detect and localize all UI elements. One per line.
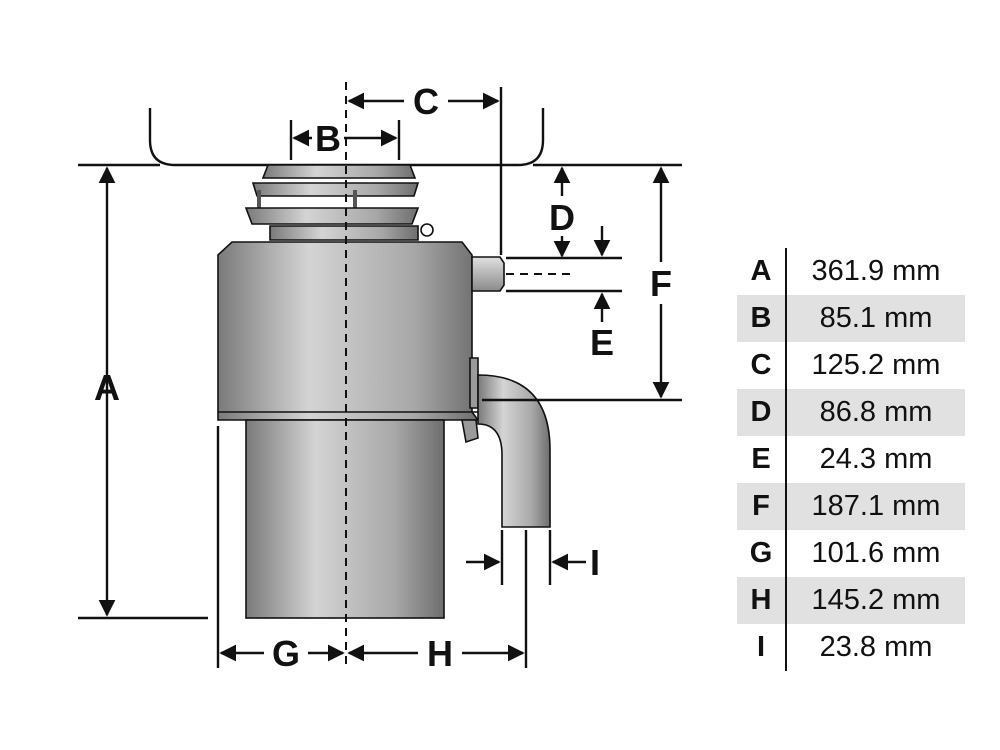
dim-c-label: C — [413, 81, 439, 122]
row-key: G — [737, 530, 787, 577]
dim-h-label: H — [427, 633, 453, 674]
dim-g-label-mask — [264, 632, 308, 674]
row-value: 145.2 mm — [786, 577, 965, 624]
row-key: B — [737, 295, 787, 342]
dim-b-label-mask — [312, 118, 344, 158]
dim-f-label: F — [650, 263, 672, 304]
side-bracket — [469, 357, 479, 409]
row-key: E — [737, 436, 787, 483]
row-value: 101.6 mm — [811, 537, 941, 569]
row-value: 86.8 mm — [786, 389, 965, 436]
row-key: I — [737, 624, 787, 671]
dim-d-label: D — [549, 197, 575, 238]
table-row: I 23.8 mm — [737, 624, 965, 671]
dim-c-label-mask — [404, 80, 448, 122]
row-key: D — [737, 389, 787, 436]
mounting-plate — [244, 207, 420, 225]
dim-h-label-mask — [418, 632, 462, 674]
table-row: A 361.9 mm — [737, 248, 965, 295]
row-value: 23.8 mm — [819, 631, 933, 663]
row-value: 361.9 mm — [811, 255, 941, 287]
table-row: G 101.6 mm — [737, 530, 965, 577]
dim-f-label-mask — [643, 262, 679, 304]
row-value: 85.1 mm — [786, 295, 965, 342]
sink-flange — [261, 164, 417, 179]
dim-b-label: B — [315, 118, 341, 159]
dim-e-label: E — [590, 322, 614, 363]
motor-housing — [217, 241, 480, 421]
discharge-elbow — [477, 374, 551, 528]
mount-lug-ring — [420, 223, 434, 237]
row-value: 24.3 mm — [819, 443, 933, 475]
row-value: 125.2 mm — [811, 349, 941, 381]
dishwasher-inlet — [471, 256, 505, 292]
row-key: A — [737, 248, 787, 295]
table-row: C 125.2 mm — [737, 342, 965, 389]
dim-i-label: I — [590, 542, 600, 583]
mounting-collar — [269, 225, 419, 241]
row-value: 187.1 mm — [786, 483, 965, 530]
dim-a-label: A — [94, 367, 120, 408]
table-row: E 24.3 mm — [737, 436, 965, 483]
dim-g-label: G — [272, 633, 300, 674]
row-key: C — [737, 342, 787, 389]
row-key: F — [737, 483, 787, 530]
mounting-ring — [251, 182, 420, 197]
discharge-clamp — [461, 419, 479, 444]
row-key: H — [737, 577, 787, 624]
